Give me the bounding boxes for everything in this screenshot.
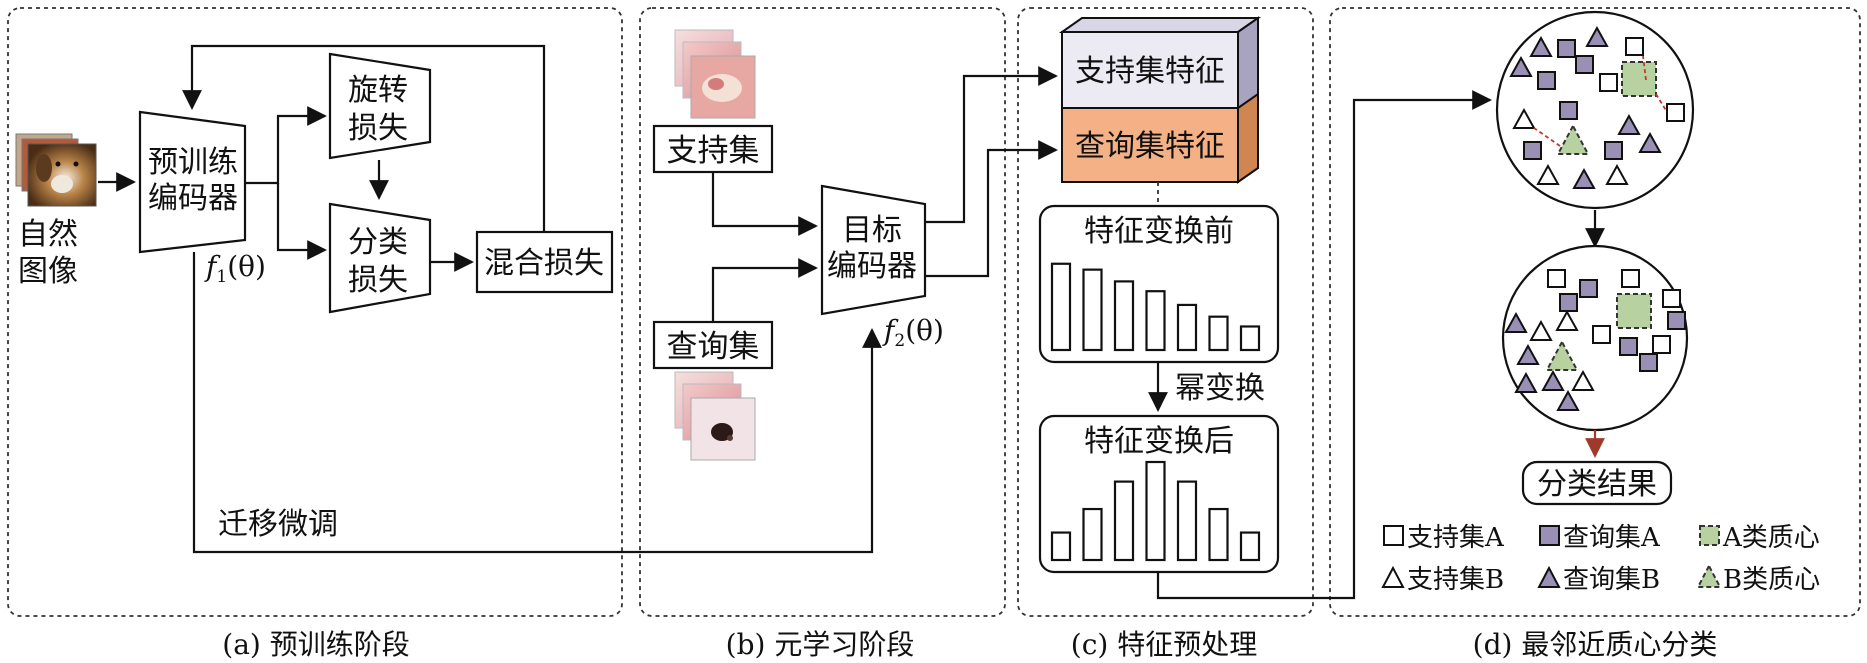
- caption-a: (a) 预训练阶段: [222, 628, 409, 661]
- arrow-encoder-to-rotation: [245, 106, 327, 185]
- support-features-box: [1061, 31, 1239, 109]
- panel-c-frame: [1017, 7, 1314, 617]
- pretrain-encoder: [138, 110, 247, 254]
- support-images: [674, 29, 756, 119]
- before-bar-5: [1176, 303, 1198, 352]
- feature-space-before: [1495, 10, 1695, 210]
- after-bar-4: [1145, 460, 1166, 562]
- legend-query-b-icon: [1537, 565, 1561, 588]
- before-bar-3: [1113, 280, 1135, 352]
- legend-support-b: 支持集B: [1407, 565, 1504, 595]
- legend-centroid-a: A类质心: [1722, 523, 1820, 553]
- panel-b-frame: [639, 7, 1006, 617]
- rotation-loss-label-2: 损失: [348, 111, 408, 146]
- after-bar-2: [1082, 507, 1103, 562]
- arrow-support-to-target: [711, 172, 818, 236]
- pretrain-encoder-label-2: 编码器: [148, 181, 238, 216]
- legend-support-a-icon: [1383, 525, 1404, 546]
- before-bar-1: [1050, 262, 1072, 352]
- rotation-loss: [328, 52, 432, 160]
- arrow-transfer-finetune: [192, 252, 882, 554]
- natural-image-stack: [15, 133, 97, 207]
- target-encoder-label-2: 编码器: [827, 249, 917, 284]
- query-features-box: [1061, 107, 1239, 183]
- before-bar-7: [1239, 325, 1261, 352]
- result-label: 分类结果: [1537, 467, 1657, 502]
- legend-support-a: 支持集A: [1407, 523, 1505, 553]
- arrow-query-to-target: [711, 258, 818, 322]
- bars-before-chart: [1050, 262, 1261, 352]
- legend-support-b-icon: [1381, 565, 1405, 588]
- natural-image-label-2: 图像: [18, 254, 78, 289]
- after-bar-7: [1239, 531, 1261, 562]
- caption-b: (b) 元学习阶段: [726, 628, 915, 661]
- feature-space-after-points: [1504, 269, 1686, 411]
- transfer-label: 迁移微调: [218, 507, 338, 542]
- before-transform-label: 特征变换前: [1084, 214, 1234, 249]
- arrow-target-to-query-features: [925, 140, 1058, 278]
- query-features-label: 查询集特征: [1075, 129, 1225, 164]
- legend-query-b: 查询集B: [1563, 565, 1660, 595]
- caption-d: (d) 最邻近质心分类: [1473, 628, 1718, 661]
- legend-query-a: 查询集A: [1563, 523, 1661, 553]
- classification-loss: [328, 202, 432, 314]
- classification-loss-label-1: 分类: [348, 225, 408, 260]
- after-transform-label: 特征变换后: [1084, 424, 1234, 459]
- feature-block: [1058, 16, 1262, 184]
- caption-c: (c) 特征预处理: [1071, 628, 1257, 661]
- target-encoder: [820, 184, 927, 316]
- legend: 支持集A 查询集A A类质心 支持集B 查询集B B类质心: [1381, 523, 1820, 595]
- support-set-label: 支持集: [667, 133, 760, 169]
- arrow-feedback-loop: [182, 44, 546, 232]
- power-transform-label: 幂变换: [1175, 371, 1265, 406]
- after-bar-1: [1050, 531, 1072, 562]
- natural-image-label-1: 自然: [18, 217, 78, 252]
- bars-after-chart: [1050, 460, 1261, 562]
- before-bar-2: [1082, 268, 1103, 352]
- support-set-box: [652, 124, 774, 174]
- rotation-loss-label-1: 旋转: [348, 73, 408, 108]
- query-set-box: [652, 320, 774, 370]
- panel-d-frame: [1329, 7, 1861, 617]
- legend-centroid-a-icon: [1699, 525, 1720, 546]
- legend-query-a-icon: [1539, 525, 1560, 546]
- query-set-label: 查询集: [667, 329, 760, 365]
- legend-centroid-b-icon: [1696, 563, 1722, 588]
- arrow-target-to-support-features: [925, 66, 1058, 224]
- arrow-to-classification: [1156, 90, 1492, 600]
- feature-space-before-points: [1509, 25, 1685, 189]
- f1-label: f1(θ): [204, 250, 266, 287]
- f2-label: f2(θ): [882, 314, 944, 351]
- pretrain-encoder-label-1: 预训练: [148, 145, 238, 180]
- support-features-label: 支持集特征: [1075, 54, 1225, 89]
- classification-loss-label-2: 损失: [348, 263, 408, 298]
- target-encoder-label-1: 目标: [842, 213, 902, 248]
- mixed-loss-label: 混合损失: [484, 246, 604, 281]
- panel-a-frame: [7, 7, 623, 617]
- result-box: [1521, 460, 1673, 506]
- arrow-encoder-to-classification: [276, 183, 327, 260]
- legend-centroid-b: B类质心: [1723, 565, 1820, 595]
- after-bar-5: [1176, 480, 1198, 562]
- after-bar-3: [1113, 480, 1135, 562]
- before-bar-6: [1208, 315, 1229, 352]
- query-images: [674, 371, 756, 461]
- before-bar-4: [1145, 290, 1166, 352]
- after-bar-6: [1208, 507, 1229, 562]
